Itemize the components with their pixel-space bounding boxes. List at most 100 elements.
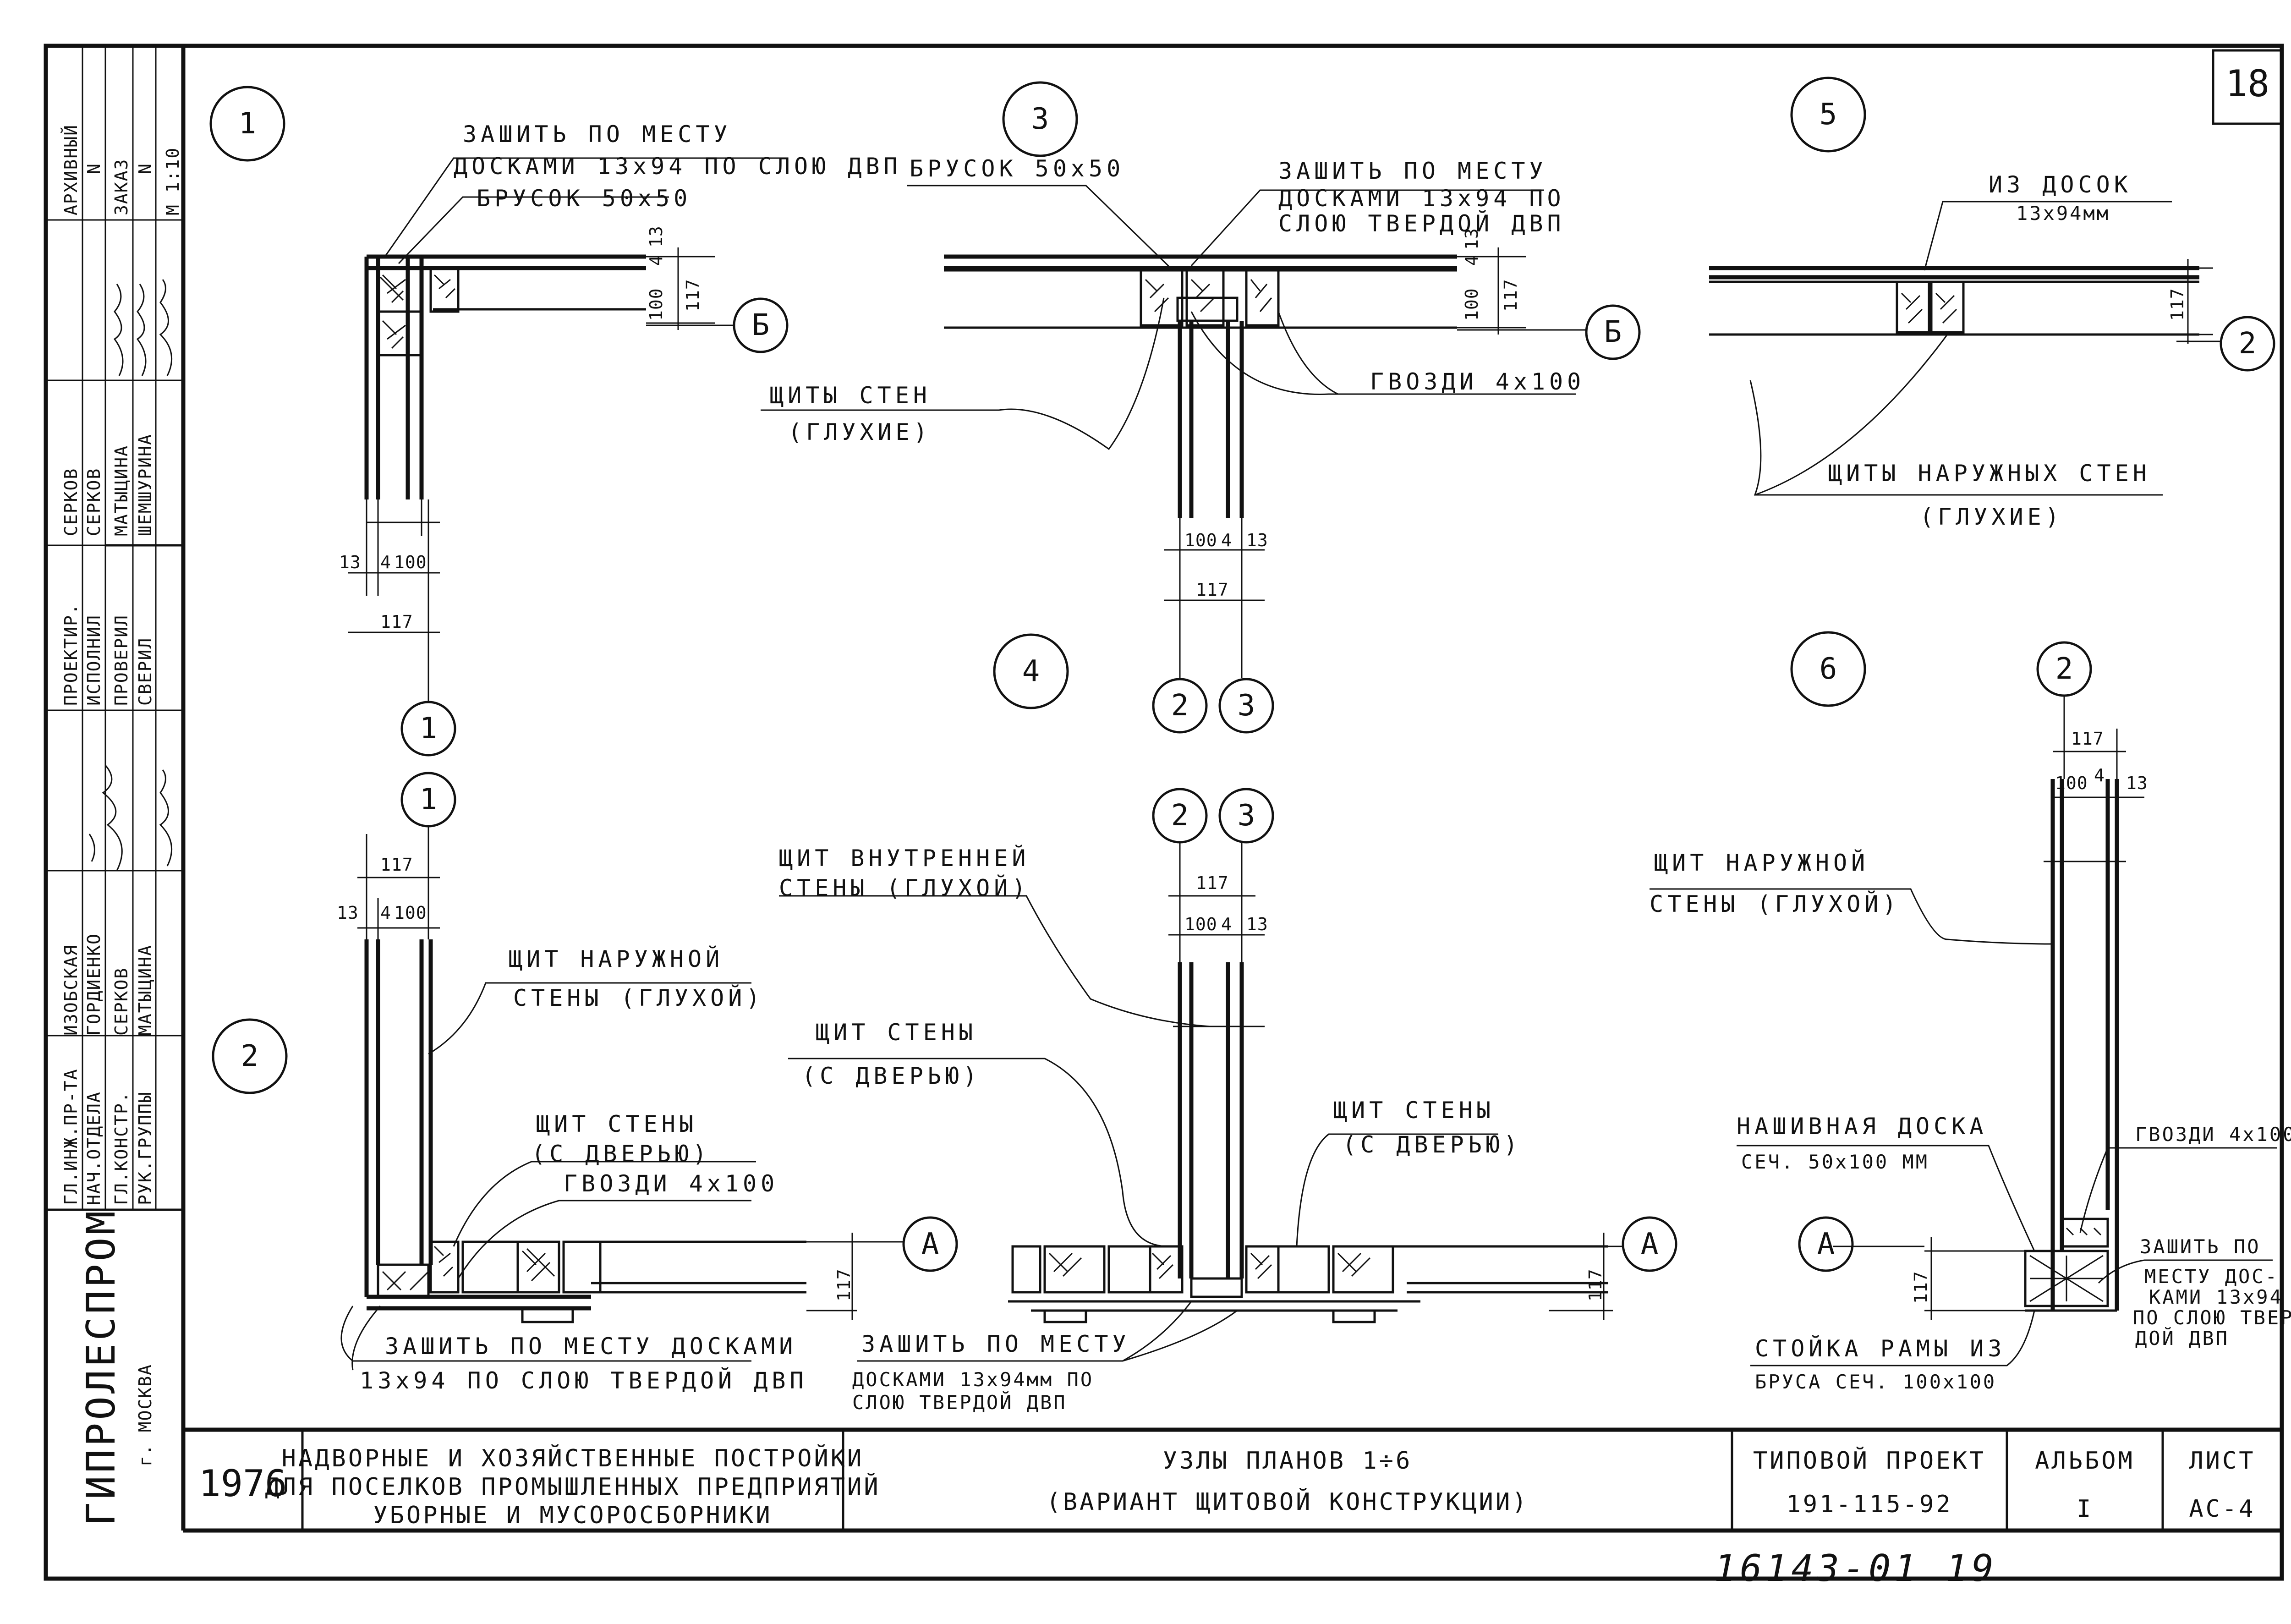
- axis-label: 3: [1238, 799, 1255, 833]
- stamp-row-8: СВЕРИЛ ШЕМШУРИНА: [135, 433, 155, 706]
- axis-marker: [1152, 678, 1208, 734]
- dim-100: 100: [646, 288, 666, 321]
- stamp-person: МАТЫЦИНА: [111, 445, 132, 536]
- dim-117: 117: [380, 855, 413, 875]
- node-number: 5: [1820, 98, 1837, 132]
- axis-label: 2: [2055, 652, 2073, 686]
- label-boards: ДОСКАМИ 13х94мм ПО: [852, 1368, 1094, 1391]
- stamp-role: ПРОВЕРИЛ: [111, 614, 132, 706]
- axis-label: 2: [2239, 327, 2257, 361]
- label-inner-wall-panel: ЩИТ ВНУТРЕННЕЙ: [779, 845, 1030, 872]
- axis-label: 1: [420, 712, 438, 746]
- left-stamp: [46, 46, 183, 1211]
- dim-100: 100: [394, 903, 427, 923]
- dim-13: 13: [337, 903, 359, 923]
- inventory-number: 16143-01 19: [1714, 1547, 1997, 1590]
- stamp-row-6: ИСПОЛНИЛ СЕРКОВ: [84, 468, 104, 706]
- node-marker: [212, 1018, 288, 1094]
- stamp-role: ИСПОЛНИЛ: [84, 614, 104, 706]
- node-marker: [1790, 631, 1866, 707]
- stamp-person: ШЕМШУРИНА: [135, 433, 155, 536]
- stamp-archive-n: N: [84, 163, 104, 174]
- axis-marker: [2036, 641, 2092, 697]
- axis-marker: [733, 297, 789, 353]
- dim-117: 117: [834, 1268, 854, 1301]
- label-blind: СТЕНЫ (ГЛУХОЙ): [1650, 890, 1900, 917]
- dim-117: 117: [380, 612, 413, 632]
- dim-117: 117: [1911, 1271, 1931, 1304]
- stamp-row-3: ГЛ.КОНСТР. СЕРКОВ: [111, 967, 132, 1205]
- label-boards-2: КАМИ 13х94: [2149, 1286, 2283, 1308]
- dim-100: 100: [1184, 530, 1217, 550]
- org-name: ГИПРОЛЕСПРОМ: [78, 1208, 124, 1526]
- stamp-row-5: ПРОЕКТИР. СЕРКОВ: [61, 468, 81, 706]
- stamp-row-7: ПРОВЕРИЛ МАТЫЦИНА: [111, 445, 132, 706]
- axis-label: А: [1817, 1227, 1835, 1261]
- label-with-door: (С ДВЕРЬЮ): [1343, 1131, 1522, 1158]
- label-bar-50x50: БРУСОК 50х50: [477, 185, 691, 212]
- stamp-person: МАТЫЦИНА: [135, 944, 155, 1036]
- label-blind: СТЕНЫ (ГЛУХОЙ): [513, 984, 764, 1011]
- dim-4: 4: [646, 255, 666, 266]
- axis-label: Б: [1604, 315, 1622, 349]
- label-nails: ГВОЗДИ 4х100: [2135, 1123, 2291, 1146]
- label-outer-wall-panel: ЩИТ НАРУЖНОЙ: [1654, 849, 1869, 876]
- label-boards-dvp: ДОСКАМИ 13х94 ПО СЛОЮ ДВП: [454, 153, 902, 180]
- axis-marker: [1585, 304, 1641, 360]
- label-outer-wall-panel: ЩИТ НАРУЖНОЙ: [509, 945, 723, 972]
- stamp-role: ПРОЕКТИР.: [61, 603, 81, 706]
- axis-marker: [1152, 788, 1208, 844]
- dim-100: 100: [394, 552, 427, 572]
- dim-13: 13: [1246, 914, 1268, 934]
- node-1: 1 13 4 100 117 100 4 13 117 Б 1: [209, 86, 902, 757]
- node-4: 4: [993, 633, 1069, 709]
- axis-label: А: [1641, 1227, 1659, 1261]
- dim-117: 117: [2071, 729, 2104, 749]
- label-boards-3: ПО СЛОЮ ТВЕР-: [2133, 1306, 2291, 1329]
- title-line-1: НАДВОРНЫЕ И ХОЗЯЙСТВЕННЫЕ ПОСТРОЙКИ: [282, 1444, 864, 1472]
- axis-label: Б: [752, 308, 770, 342]
- stamp-archive: АРХИВНЫЙ: [61, 124, 81, 215]
- node-6: 6: [1790, 631, 1866, 707]
- label-blind: (ГЛУХИЕ): [1920, 504, 2063, 530]
- dim-13: 13: [1462, 228, 1482, 250]
- label-section-50x100: СЕЧ. 50х100 ММ: [1741, 1151, 1929, 1173]
- stamp-order: ЗАКАЗ: [111, 159, 132, 215]
- stamp-row-4: РУК.ГРУППЫ МАТЫЦИНА: [135, 944, 155, 1205]
- sheet-frame: [44, 44, 2284, 1581]
- dim-4: 4: [380, 552, 391, 572]
- stamp-role: ГЛ.ИНЖ.ПР-ТА: [61, 1068, 81, 1205]
- album-number: I: [2077, 1495, 2093, 1523]
- project-label: ТИПОВОЙ ПРОЕКТ: [1753, 1447, 1986, 1475]
- label-dvp: СЛОЮ ТВЕРДОЙ ДВП: [1278, 210, 1565, 237]
- node-6-drawing: 2 117 100 4 13 117 А ЩИТ НАРУЖНОЙ СТЕНЫ …: [1650, 641, 2291, 1393]
- axis-label: 2: [1171, 799, 1189, 833]
- list-number: АС-4: [2189, 1495, 2255, 1523]
- axis-marker: [1218, 788, 1274, 844]
- label-with-door: (С ДВЕРЬЮ): [802, 1063, 981, 1089]
- label-outer-wall-panels: ЩИТЫ НАРУЖНЫХ СТЕН: [1828, 460, 2151, 487]
- axis-marker: [902, 1216, 958, 1272]
- node-number: 1: [239, 107, 257, 141]
- node-number: 3: [1031, 102, 1049, 136]
- node-5: 5 117 2 ИЗ ДОСОК 13х94мм ЩИТЫ НАРУЖНЫХ С…: [1709, 77, 2275, 530]
- drawing-title: УЗЛЫ ПЛАНОВ 1÷6: [1163, 1447, 1413, 1475]
- stamp-role: СВЕРИЛ: [135, 637, 155, 706]
- label-wall-panels: ЩИТЫ СТЕН: [770, 382, 931, 409]
- stamp-person: ГОРДИЕНКО: [84, 933, 104, 1036]
- axis-label: А: [921, 1227, 939, 1261]
- axis-label: 3: [1238, 689, 1255, 723]
- dim-4: 4: [1221, 914, 1232, 934]
- node-number: 4: [1022, 654, 1040, 688]
- stamp-person: ИЗОБСКАЯ: [61, 944, 81, 1036]
- dim-4: 4: [1462, 255, 1482, 266]
- label-blind: (ГЛУХИЕ): [788, 419, 932, 445]
- label-with-door: (С ДВЕРЬЮ): [532, 1141, 711, 1167]
- axis-label: 2: [1171, 689, 1189, 723]
- dim-117: 117: [1501, 279, 1521, 312]
- dim-117: 117: [683, 279, 703, 312]
- stamp-person: СЕРКОВ: [111, 967, 132, 1036]
- stamp-row-2: НАЧ.ОТДЕЛА ГОРДИЕНКО: [84, 933, 104, 1205]
- stamp-scale: М 1:10: [163, 147, 183, 215]
